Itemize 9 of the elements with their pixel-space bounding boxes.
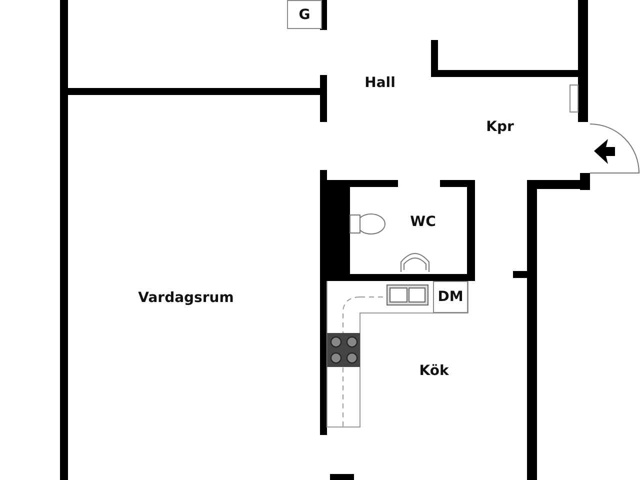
room-label: Kpr [486,119,514,135]
appliance-box [287,0,322,29]
appliance-label: G [298,6,310,22]
room-label: Vardagsrum [138,290,234,306]
room-label: Kök [419,363,449,379]
room-label: WC [410,214,436,230]
room-label: Hall [364,75,396,91]
appliance-box [433,281,468,313]
appliance-label: DM [438,289,464,305]
